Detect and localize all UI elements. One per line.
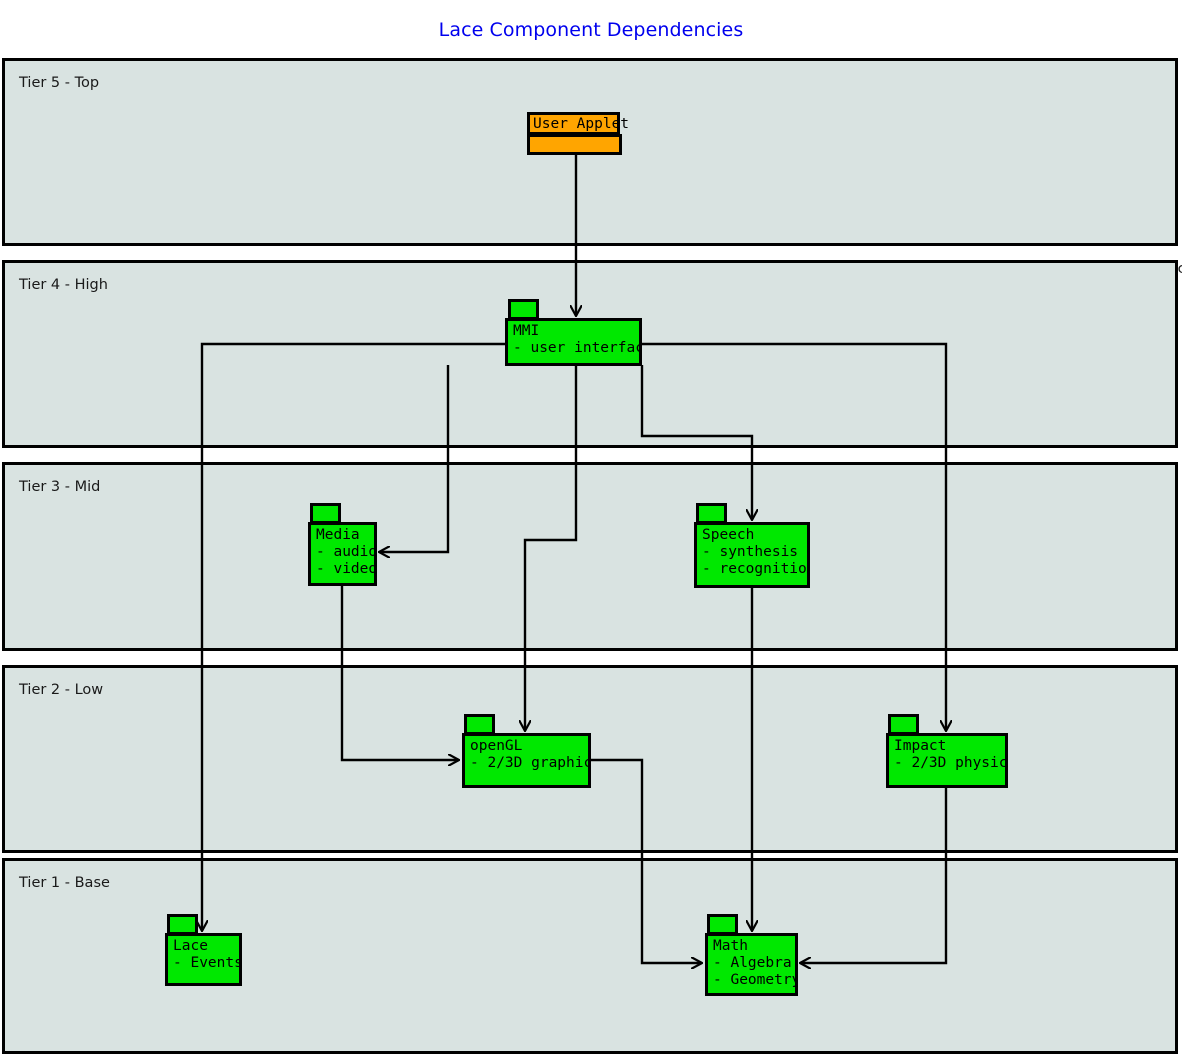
user-applet-label: User Applet [527, 112, 629, 135]
media-tab [310, 503, 341, 524]
impact-tab [888, 714, 919, 735]
mmi-tab [508, 299, 539, 320]
user-applet-body [527, 134, 622, 155]
tier-4-label: Tier 4 - High [19, 277, 108, 293]
tier-5-label: Tier 5 - Top [19, 75, 100, 91]
lace-body: Lace - Events [165, 933, 242, 986]
mmi-body: MMI - user interface [505, 318, 642, 366]
page-title: Lace Component Dependencies [438, 19, 744, 41]
math-tab [707, 914, 738, 935]
media-body: Media - audio - video [308, 522, 377, 586]
tier-3-container: Tier 3 - Mid [2, 462, 1178, 651]
tier-1-label: Tier 1 - Base [19, 875, 110, 891]
opengl-tab [464, 714, 495, 735]
speech-tab [696, 503, 727, 524]
math-body: Math - Algebra - Geometry [705, 933, 798, 996]
opengl-body: openGL - 2/3D graphics [462, 733, 591, 788]
lace-tab [167, 914, 198, 935]
tier-3-label: Tier 3 - Mid [19, 479, 101, 495]
impact-body: Impact - 2/3D physics [886, 733, 1008, 788]
speech-body: Speech - synthesis - recognition [694, 522, 810, 588]
tier-2-label: Tier 2 - Low [19, 682, 104, 698]
